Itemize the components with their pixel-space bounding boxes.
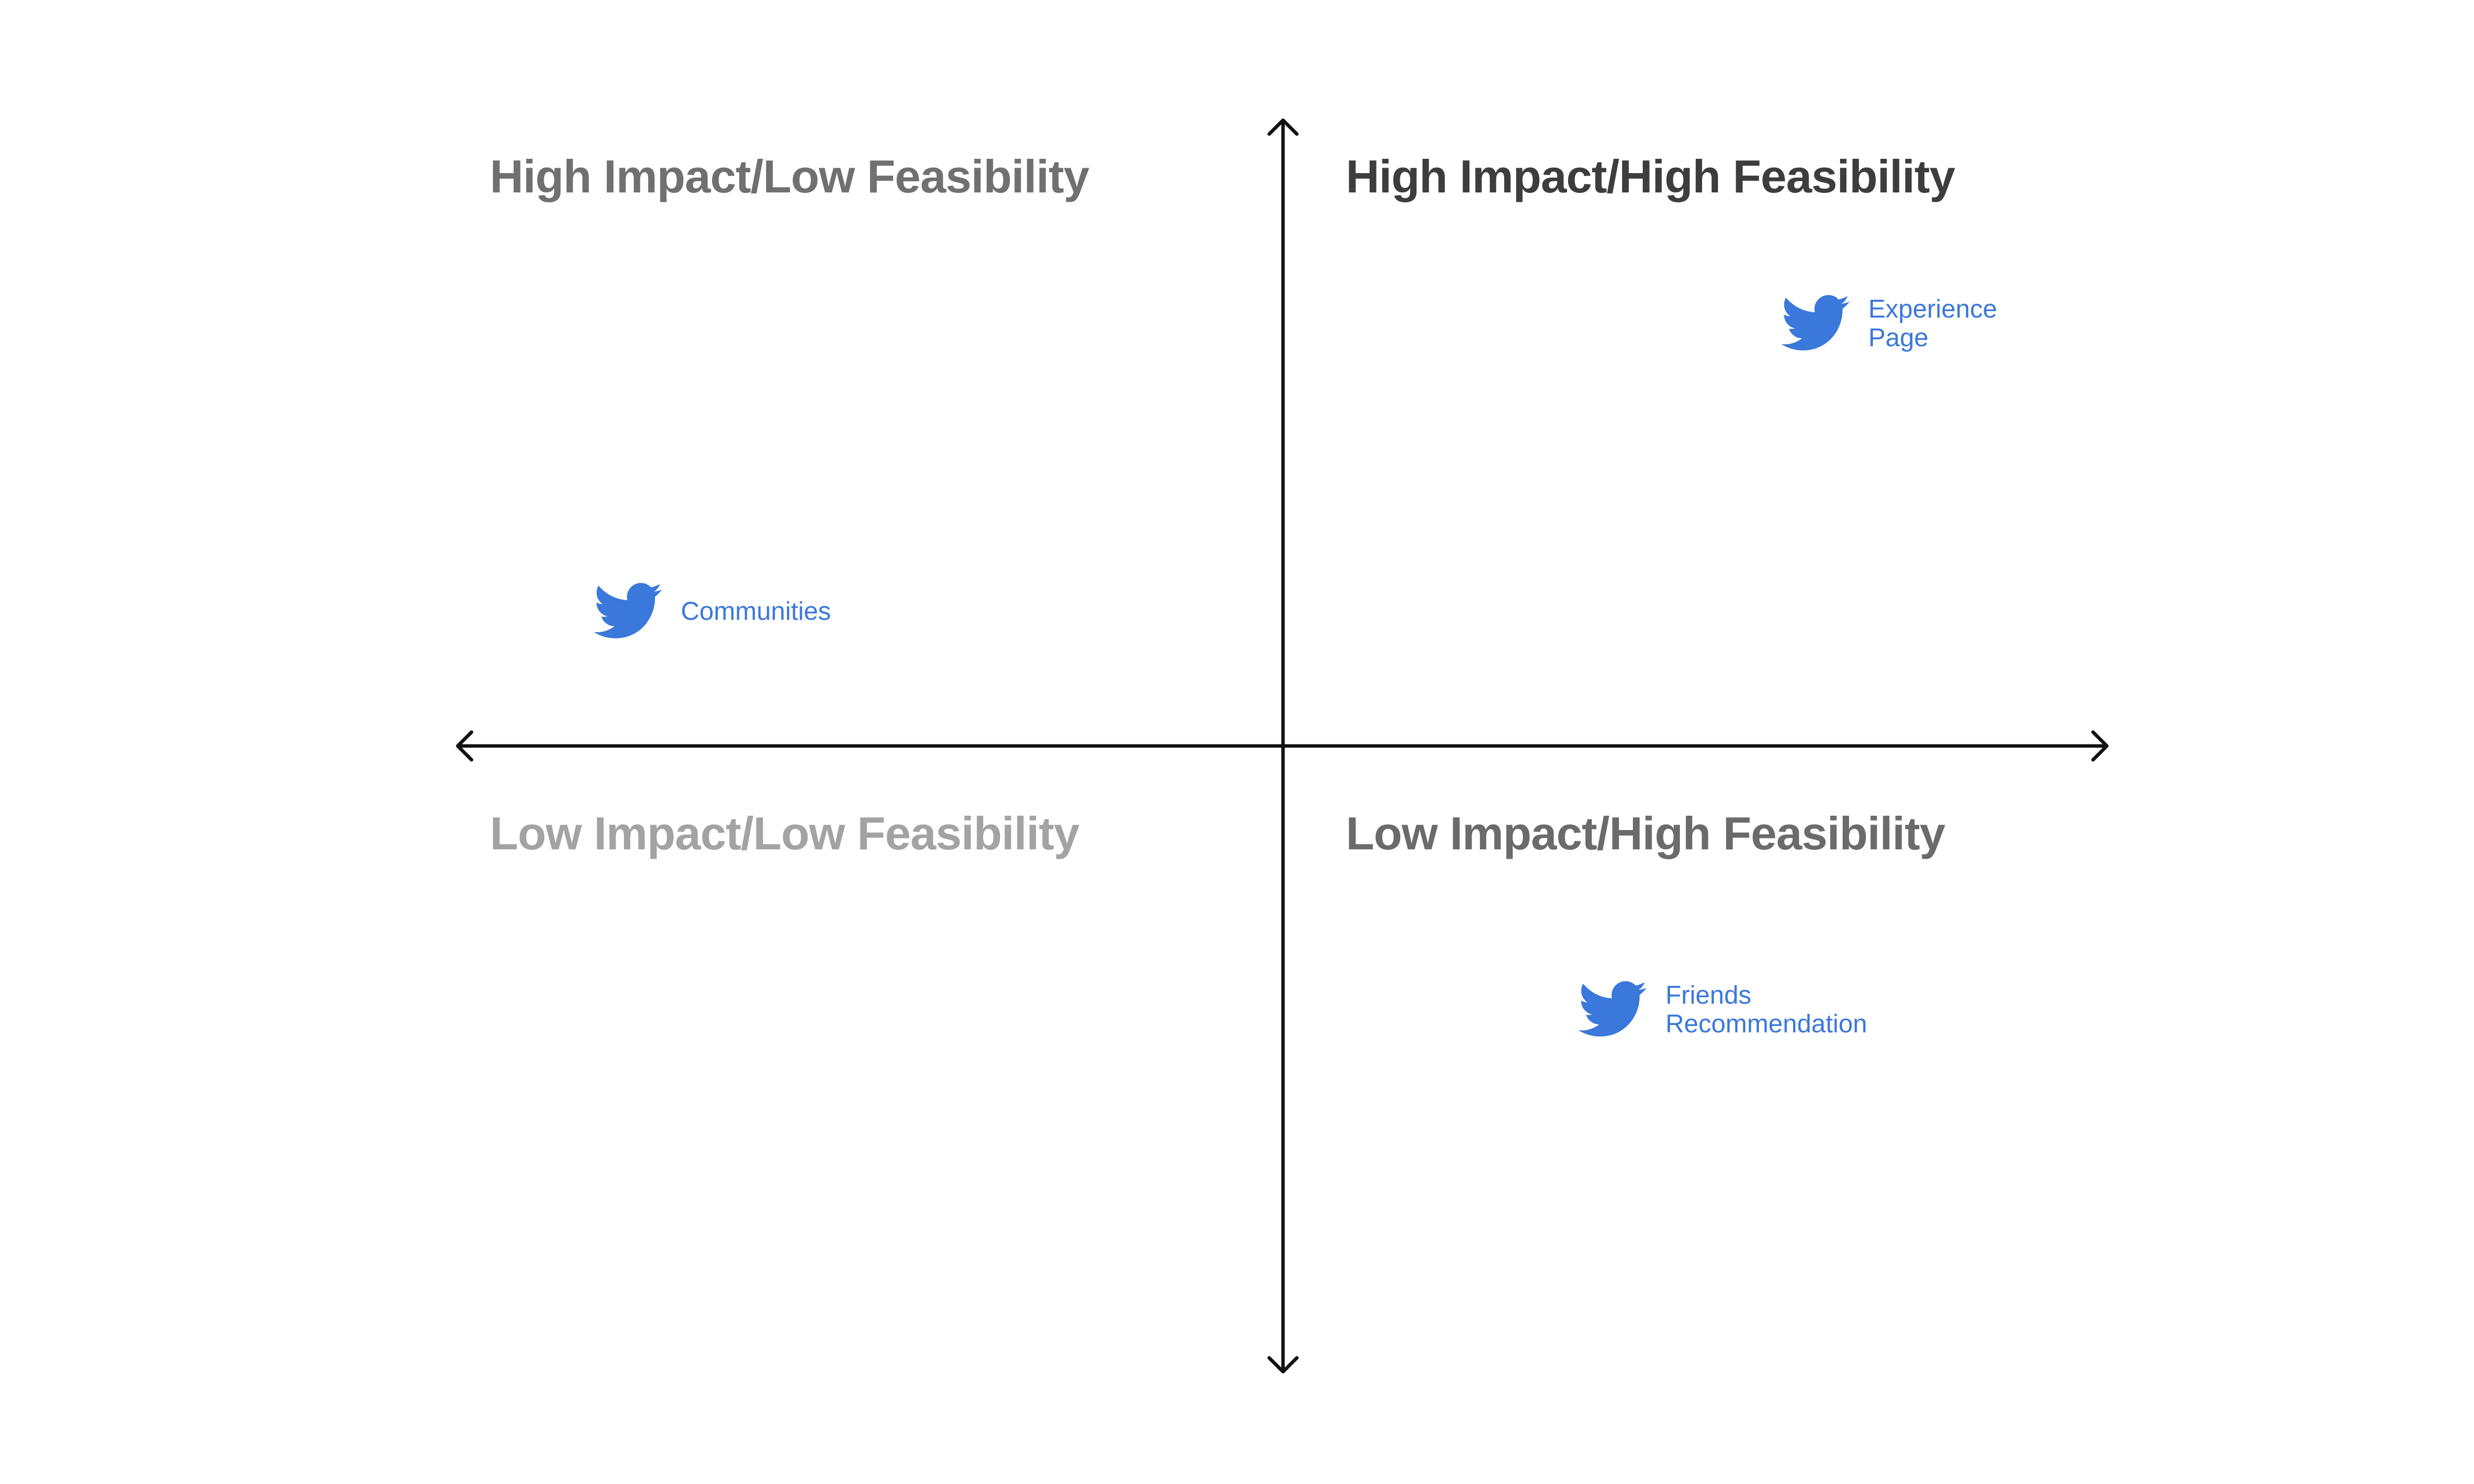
- quadrant-label-high-impact-low-feasibility: High Impact/Low Feasibility: [490, 150, 1090, 202]
- twitter-bird-icon: [1781, 294, 1851, 353]
- idea-communities: Communities: [594, 582, 831, 641]
- idea-label: Friends Recommendation: [1665, 981, 1867, 1038]
- quadrant-label-low-impact-low-feasibility: Low Impact/Low Feasibility: [490, 807, 1080, 859]
- twitter-bird-icon: [594, 582, 663, 641]
- idea-label-line: Friends: [1665, 981, 1752, 1010]
- right-arrowhead-icon: [2091, 730, 2109, 762]
- quadrant-label-high-impact-high-feasibility: High Impact/High Feasibility: [1346, 150, 1955, 202]
- twitter-bird-icon: [1578, 980, 1648, 1039]
- idea-label: Experience Page: [1868, 295, 1997, 352]
- idea-label: Communities: [681, 597, 831, 626]
- bottom-arrowhead-icon: [1267, 1356, 1299, 1374]
- idea-label-line: Experience: [1868, 295, 1998, 324]
- quadrant-label-low-impact-high-feasibility: Low Impact/High Feasibility: [1346, 807, 1946, 859]
- left-arrowhead-icon: [456, 730, 474, 762]
- idea-experience-page: Experience Page: [1781, 294, 1997, 353]
- idea-label-line: Communities: [681, 597, 831, 626]
- idea-label-line: Recommendation: [1665, 1010, 1867, 1038]
- idea-label-line: Page: [1868, 324, 1929, 352]
- idea-friends-recommendation: Friends Recommendation: [1578, 980, 1867, 1039]
- top-arrowhead-icon: [1267, 118, 1299, 136]
